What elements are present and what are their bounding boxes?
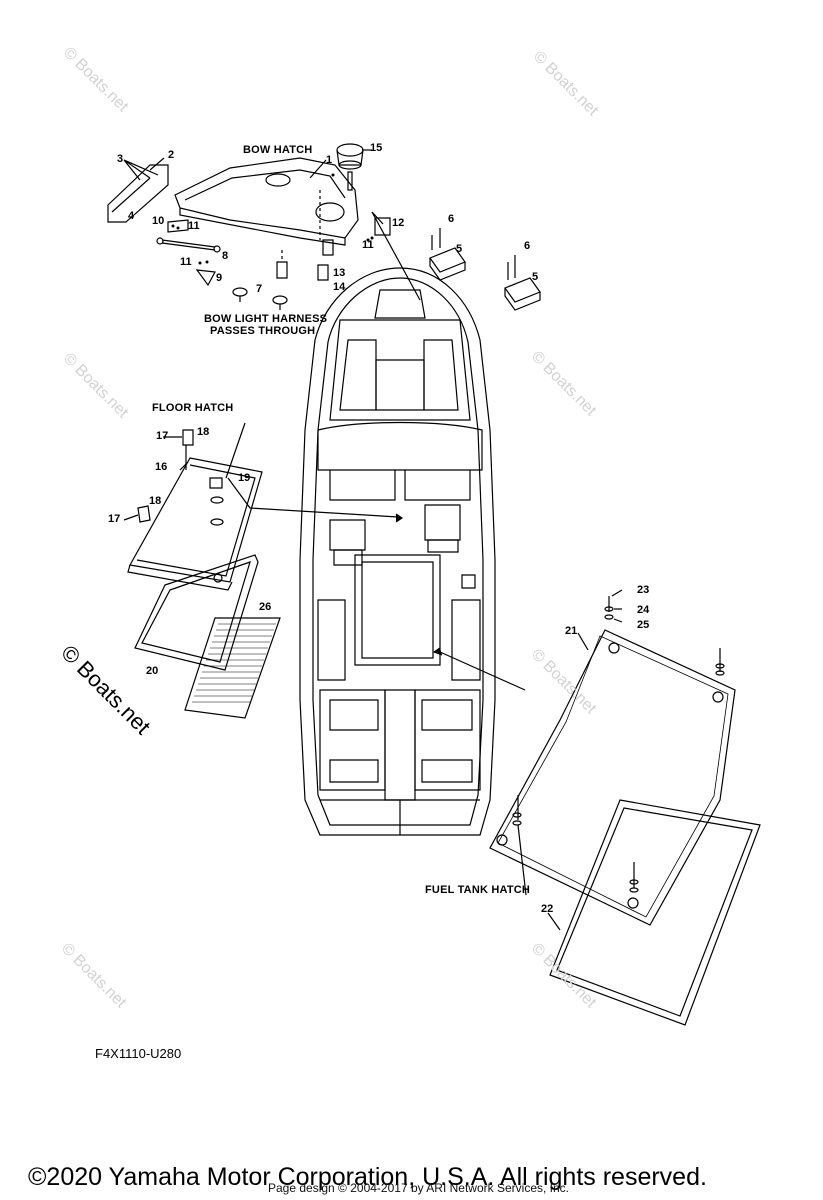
bow-hatch-lid [174,157,359,246]
callout-2: 2 [168,149,175,161]
callout-9: 9 [216,272,223,284]
callout-11c: 11 [362,239,374,251]
gas-strut [156,237,221,253]
callout-18a: 18 [197,426,210,438]
callout-1: 1 [326,154,333,166]
hinge-bracket [107,164,169,223]
fuel-tank-hatch-lid [489,629,736,926]
callout-5b: 5 [532,271,539,283]
callout-10: 10 [152,215,165,227]
floor-hatch-label: FLOOR HATCH [152,402,234,414]
callout-15: 15 [370,142,383,154]
fuel-hatch-fasteners [512,596,725,893]
fuel-tank-gasket-22 [549,799,761,1026]
callout-6b: 6 [524,240,531,252]
callout-4: 4 [128,210,135,222]
callout-20: 20 [146,665,159,677]
callout-17b: 17 [108,513,121,525]
diagram-code: F4X1110-U280 [95,1046,182,1061]
floor-hatch-lid [127,457,263,591]
callout-14: 14 [333,281,346,293]
callout-21: 21 [565,625,578,637]
callout-22: 22 [541,903,554,915]
callout-18b: 18 [149,495,162,507]
latch-5-right [504,255,541,311]
bow-light-note-line2: PASSES THROUGH [210,325,316,337]
callout-8: 8 [222,250,229,262]
screws-7 [232,287,288,310]
callout-5a: 5 [456,243,463,255]
bow-hatch-label: BOW HATCH [243,144,313,156]
bumpers [276,239,334,281]
page-design-credit: Page design © 2004-2017 by ARI Network S… [268,1181,570,1195]
floor-hatch-gasket-20 [134,554,259,671]
callout-24: 24 [637,604,650,616]
callout-26: 26 [259,601,272,613]
callout-25: 25 [637,619,650,631]
copyright-text: ©2020 Yamaha Motor Corporation, U.S.A. A… [28,1163,707,1191]
floor-hatch-hinges [137,429,194,523]
fuel-tank-hatch-label: FUEL TANK HATCH [425,884,531,896]
callout-3: 3 [117,153,124,165]
callout-12: 12 [392,217,405,229]
callout-17a: 17 [156,430,169,442]
callout-23: 23 [637,584,650,596]
bow-light-note-line1: BOW LIGHT HARNESS [204,313,328,325]
callout-11a: 11 [188,220,200,232]
callout-6a: 6 [448,213,455,225]
callout-13: 13 [333,267,346,279]
boat-hull [299,267,496,836]
callout-19: 19 [238,472,251,484]
callout-7: 7 [256,283,263,295]
callout-16: 16 [155,461,168,473]
callout-11b: 11 [180,256,192,268]
floor-mat-26 [184,617,281,719]
